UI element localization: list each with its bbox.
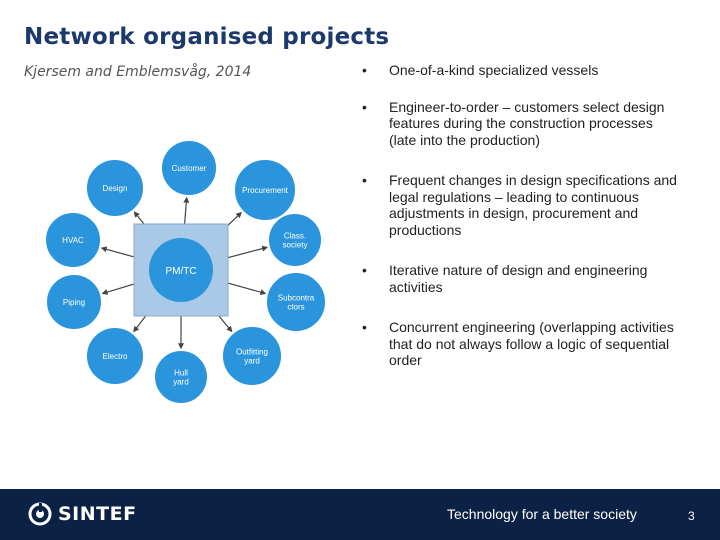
slide-title: Network organised projects xyxy=(24,24,390,50)
network-diagram: PM/TC CustomerProcurementClass.societySu… xyxy=(44,139,327,404)
diagram-node: Procurement xyxy=(233,158,297,222)
node-circle xyxy=(265,271,327,333)
node-label: society xyxy=(283,241,308,250)
diagram-node: Piping xyxy=(45,273,103,331)
diagram-node: Customer xyxy=(160,139,218,197)
diagram-node: Class.society xyxy=(267,212,323,268)
slide-subtitle: Kjersem and Emblemsvåg, 2014 xyxy=(24,64,252,80)
node-label: Hull xyxy=(174,369,188,378)
node-label: yard xyxy=(173,378,189,387)
node-label: yard xyxy=(244,357,260,366)
footer-tagline: Technology for a better society xyxy=(447,506,637,522)
bullet-dot: • xyxy=(362,172,367,188)
logo-wordmark: SINTEF xyxy=(58,503,137,525)
sintef-logo-icon xyxy=(28,502,52,526)
footer-bar: SINTEF Technology for a better society 3 xyxy=(0,489,720,540)
bullet-text: Iterative nature of design and engineeri… xyxy=(389,262,648,295)
node-label: Outfitting xyxy=(236,348,268,357)
node-label: Piping xyxy=(63,298,85,307)
bullet-item: • One-of-a-kind specialized vessels xyxy=(362,62,682,79)
bullet-dot: • xyxy=(362,319,367,335)
node-circle xyxy=(233,158,297,222)
bullet-item: • Iterative nature of design and engineer… xyxy=(362,262,682,295)
bullet-text: Engineer-to-order – customers select des… xyxy=(389,98,665,148)
bullet-text: Concurrent engineering (overlapping acti… xyxy=(389,319,674,368)
node-circle xyxy=(267,212,323,268)
diagram-node: Design xyxy=(85,158,145,218)
node-label: Procurement xyxy=(242,186,289,195)
bullet-item: • Frequent changes in design specificatio… xyxy=(362,172,682,238)
bullet-dot: • xyxy=(362,262,367,278)
bullet-dot: • xyxy=(362,62,367,78)
diagram-node: HVAC xyxy=(44,211,102,269)
node-label: Design xyxy=(103,184,128,193)
node-circle xyxy=(221,325,283,387)
node-circle xyxy=(85,326,145,386)
node-circle xyxy=(44,211,102,269)
center-box: PM/TC xyxy=(133,223,229,317)
node-label: Electro xyxy=(103,352,128,361)
node-label: HVAC xyxy=(62,236,84,245)
bullet-dot: • xyxy=(362,98,367,115)
node-label: Subcontra xyxy=(278,294,315,303)
bullet-text: Frequent changes in design specification… xyxy=(389,172,677,238)
center-label: PM/TC xyxy=(165,266,196,277)
node-circle xyxy=(153,349,209,404)
page-number: 3 xyxy=(688,509,695,523)
node-label: ctors xyxy=(287,303,304,312)
bullet-list: • One-of-a-kind specialized vessels • Engi… xyxy=(362,62,682,369)
bullet-item: • Engineer-to-order – customers select de… xyxy=(362,99,682,149)
node-label: Customer xyxy=(172,164,207,173)
bullet-text: One-of-a-kind specialized vessels xyxy=(389,62,599,78)
bullet-item: • Concurrent engineering (overlapping act… xyxy=(362,319,682,369)
diagram-node: Electro xyxy=(85,326,145,386)
node-label: Class. xyxy=(284,232,306,241)
node-circle xyxy=(85,158,145,218)
node-circle xyxy=(160,139,218,197)
sintef-logo: SINTEF xyxy=(28,502,138,528)
node-circle xyxy=(45,273,103,331)
